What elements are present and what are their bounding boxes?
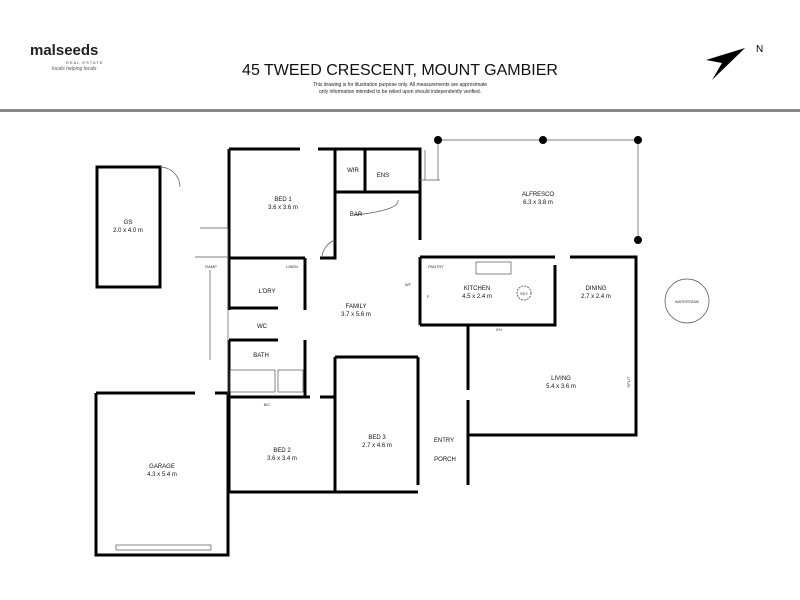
svg-text:BATH: BATH [253,353,269,359]
svg-text:4.5 x 2.4 m: 4.5 x 2.4 m [462,294,492,300]
svg-text:GS: GS [124,220,133,226]
svg-text:3.6 x 3.6 m: 3.6 x 3.6 m [268,205,298,211]
svg-text:L'DRY: L'DRY [258,289,275,295]
svg-text:BIC: BIC [264,402,271,407]
svg-text:N: N [756,44,763,55]
walls [94,136,710,557]
svg-text:2.7 x 2.4 m: 2.7 x 2.4 m [581,294,611,300]
svg-text:4.3 x 5.4 m: 4.3 x 5.4 m [147,472,177,478]
svg-text:ENS: ENS [377,173,389,179]
logo-tagline: locals helping locals [52,66,97,72]
svg-text:BAR: BAR [350,212,363,218]
svg-text:6.3 x 3.8 m: 6.3 x 3.8 m [523,200,553,206]
svg-text:WF: WF [405,282,412,287]
disclaimer-line-1: This drawing is for illustration purpose… [312,82,488,88]
svg-text:ENTRY: ENTRY [434,438,454,444]
logo-subtitle: REAL ESTATE [66,60,104,65]
svg-text:3.7 x 5.6 m: 3.7 x 5.6 m [341,312,371,318]
svg-text:SPLIT: SPLIT [626,376,631,388]
svg-text:SKY: SKY [520,291,528,296]
room-labels: GS 2.0 x 4.0 m GARAGE 4.3 x 5.4 m BED 1 3.6… [113,168,699,478]
svg-text:2.0 x 4.0 m: 2.0 x 4.0 m [113,228,143,234]
svg-text:3.6 x 3.4 m: 3.6 x 3.4 m [267,456,297,462]
svg-text:GARAGE: GARAGE [149,464,175,470]
north-arrow-icon: N [706,44,763,80]
page-title: 45 TWEED CRESCENT, MOUNT GAMBIER [242,62,558,79]
svg-text:WIR: WIR [347,168,359,174]
svg-text:EH: EH [496,327,502,332]
svg-text:PANTRY: PANTRY [428,264,444,269]
svg-text:LINEN: LINEN [286,264,298,269]
svg-text:PORCH: PORCH [434,457,456,463]
svg-text:KITCHEN: KITCHEN [464,286,490,292]
svg-text:5.4 x 3.6 m: 5.4 x 3.6 m [546,384,576,390]
svg-text:F: F [427,294,430,299]
logo: malseeds [30,42,99,59]
svg-text:FAMILY: FAMILY [346,304,367,310]
svg-text:WC: WC [257,324,268,330]
header-divider [0,109,800,112]
svg-text:DINING: DINING [586,286,607,292]
svg-text:BED 1: BED 1 [274,197,292,203]
svg-text:WATERTANK: WATERTANK [675,299,700,304]
svg-text:ALFRESCO: ALFRESCO [522,192,555,198]
svg-text:LIVING: LIVING [551,376,571,382]
svg-text:RAMP: RAMP [205,264,217,269]
svg-text:BED 3: BED 3 [368,435,386,441]
svg-text:BED 2: BED 2 [273,448,291,454]
svg-text:2.7 x 4.6 m: 2.7 x 4.6 m [362,443,392,449]
disclaimer-line-2: only information intended to be relied u… [318,89,482,95]
